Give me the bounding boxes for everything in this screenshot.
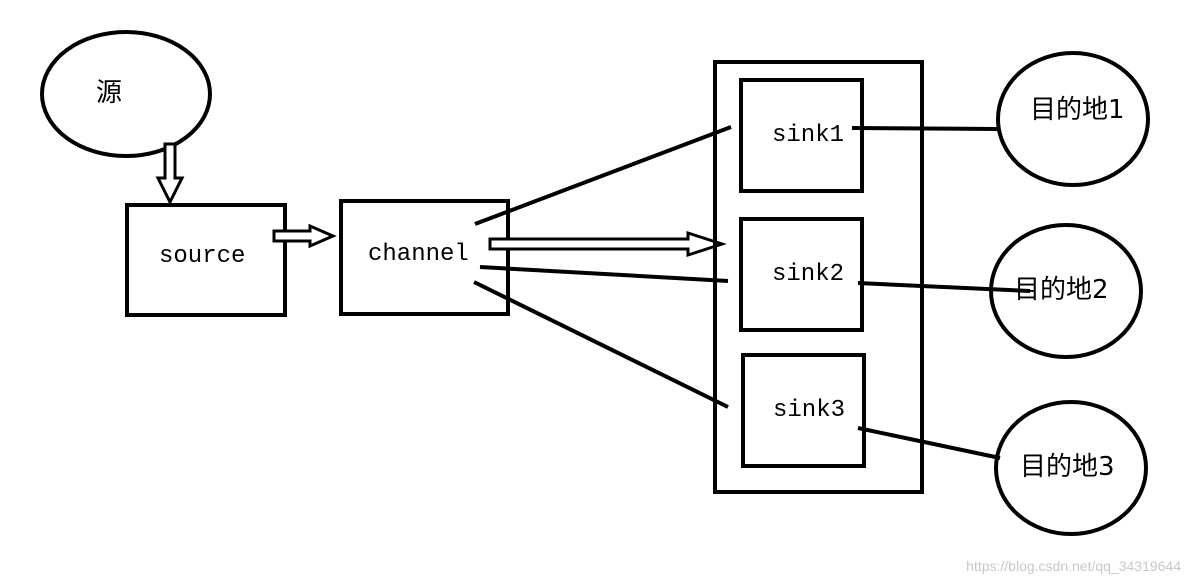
arrow-down-icon — [155, 142, 185, 206]
source-box-rect — [125, 203, 287, 317]
channel-box-label: channel — [368, 241, 469, 268]
arrow-long-right-icon — [488, 230, 727, 258]
sink1-box: sink1 — [739, 78, 864, 193]
sink3-label: sink3 — [773, 397, 845, 424]
destination2-label: 目的地2 — [1014, 275, 1109, 305]
destination3-node: 目的地3 — [994, 400, 1148, 536]
sink3-to-destination3-line — [857, 426, 1001, 460]
source-node-ellipse — [40, 30, 212, 158]
sink3-box-rect — [741, 353, 866, 468]
destination3-label: 目的地3 — [1020, 452, 1115, 482]
destination1-node: 目的地1 — [996, 51, 1150, 187]
channel-to-sink1-line — [474, 125, 732, 226]
sink2-to-destination2-line — [857, 281, 1031, 293]
source-box-label: source — [159, 243, 245, 270]
channel-to-sink3-line — [473, 280, 729, 409]
destination2-node: 目的地2 — [989, 223, 1143, 359]
arrow-right-icon — [272, 223, 337, 249]
destination1-label: 目的地1 — [1030, 95, 1125, 125]
sink1-label: sink1 — [772, 122, 844, 149]
sink-group-container — [713, 60, 924, 494]
sink2-box-rect — [739, 217, 864, 332]
watermark-text: https://blog.csdn.net/qq_34319644 — [966, 558, 1181, 574]
source-box: source — [125, 203, 287, 317]
destination3-ellipse — [994, 400, 1148, 536]
sink1-box-rect — [739, 78, 864, 193]
destination1-ellipse — [996, 51, 1150, 187]
sink2-label: sink2 — [772, 261, 844, 288]
source-node-label: 源 — [96, 78, 122, 108]
sink2-box: sink2 — [739, 217, 864, 332]
destination2-ellipse — [989, 223, 1143, 359]
channel-to-sink2-line — [479, 265, 729, 283]
source-node: 源 — [40, 30, 212, 158]
sink3-box: sink3 — [741, 353, 866, 468]
channel-box: channel — [339, 199, 510, 316]
sink1-to-destination1-line — [851, 126, 1001, 131]
channel-box-rect — [339, 199, 510, 316]
